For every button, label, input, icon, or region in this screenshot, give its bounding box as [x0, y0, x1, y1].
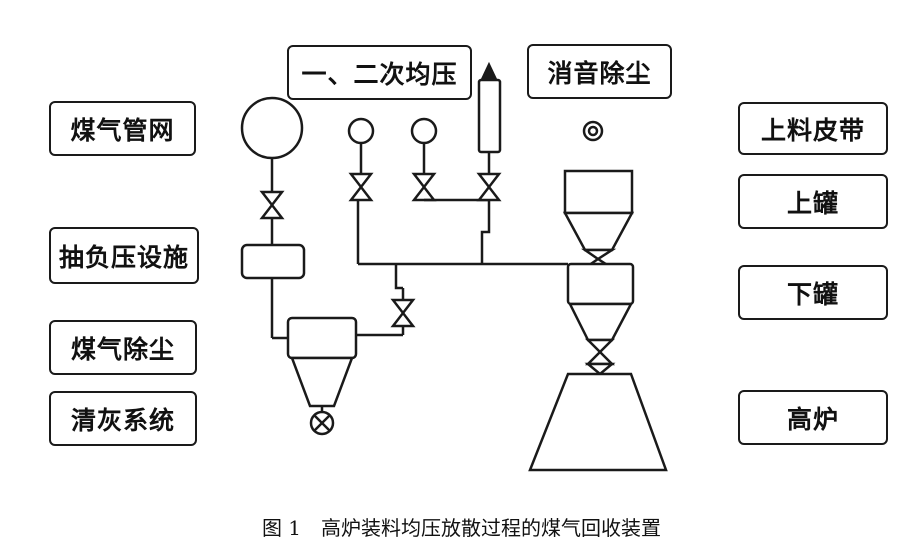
gas-network-valve	[259, 190, 285, 220]
equalizing-gauge-1	[347, 117, 375, 145]
equalizing-valve-1	[348, 172, 374, 202]
lower-tank-cone	[567, 302, 634, 342]
gas-dust-catcher	[286, 316, 358, 360]
label-furnace: 高炉	[738, 390, 888, 445]
upper-tank-top	[563, 169, 634, 215]
equalizing-gauge-2	[410, 117, 438, 145]
negative-pressure-device	[240, 243, 306, 280]
ash-discharge-valve	[309, 410, 335, 436]
label-silencer: 消音除尘	[527, 44, 672, 99]
label-gas-network: 煤气管网	[49, 101, 196, 156]
label-upper-tank: 上罐	[738, 174, 888, 229]
label-equalizing: 一、二次均压	[287, 45, 472, 100]
label-ash-cleaning: 清灰系统	[49, 391, 197, 446]
label-gas-dedusting: 煤气除尘	[49, 320, 197, 375]
dust-catcher-cone	[290, 356, 354, 408]
upper-tank-cone	[562, 211, 635, 252]
silencer-tip	[480, 61, 498, 81]
label-negative-pressure: 抽负压设施	[49, 227, 199, 284]
label-lower-tank: 下罐	[738, 265, 888, 320]
lower-tank	[566, 262, 635, 306]
label-belt: 上料皮带	[738, 102, 888, 155]
lower-seal-valve	[584, 338, 616, 376]
silencer-dust-symbol	[582, 120, 604, 142]
figure-caption: 图 1 高炉装料均压放散过程的煤气回收装置	[261, 516, 662, 540]
silencer-stack	[477, 78, 502, 154]
equalizing-valve-2	[411, 172, 437, 202]
blast-furnace-body	[528, 372, 668, 472]
gas-network-sphere	[240, 96, 304, 160]
relief-valve	[476, 172, 502, 202]
recovery-valve	[390, 298, 416, 328]
